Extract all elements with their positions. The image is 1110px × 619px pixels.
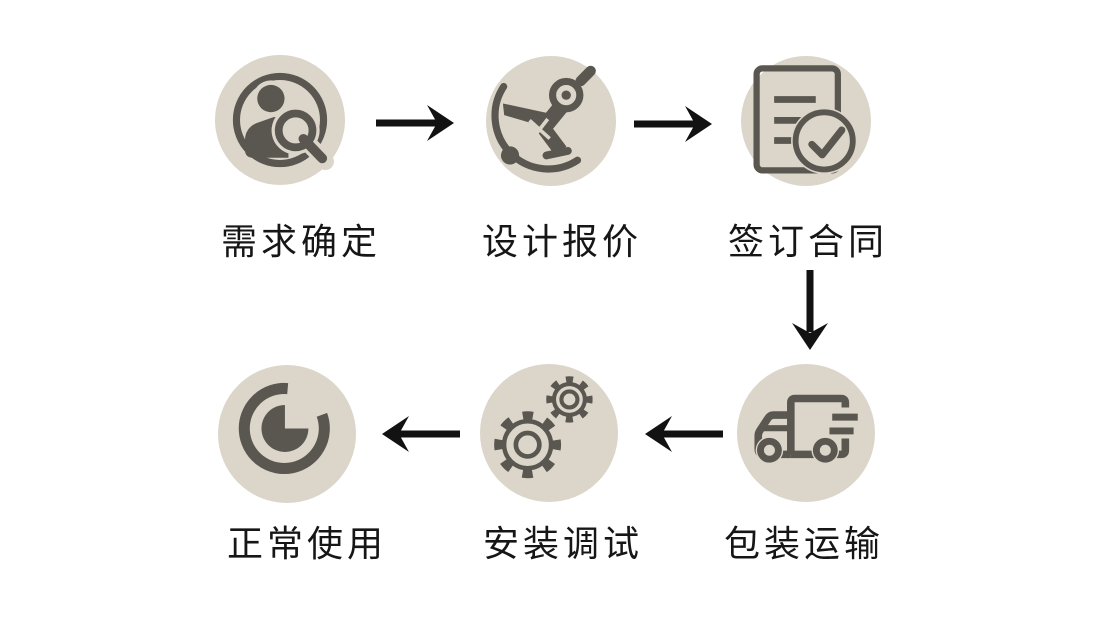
step-label-2: 设计报价 <box>481 222 643 262</box>
step-circle-1 <box>215 55 345 185</box>
flow-arrow-left-1 <box>645 416 723 452</box>
step-circle-6 <box>218 365 356 503</box>
flow-arrow-right-2 <box>634 106 712 142</box>
flow-arrow-left-2 <box>382 416 460 452</box>
user-search-icon <box>232 72 334 171</box>
step-label-1: 需求确定 <box>220 222 382 262</box>
contract-check-icon <box>753 65 858 175</box>
gears-icon <box>494 376 593 479</box>
flow-arrow-right-1 <box>376 105 454 141</box>
step-circle-2 <box>486 56 616 186</box>
step-label-5: 安装调试 <box>482 524 644 564</box>
step-circle-5 <box>480 364 618 502</box>
drafting-compass-icon <box>491 65 596 173</box>
pie-chart-icon <box>238 382 330 475</box>
delivery-truck-icon <box>754 394 858 465</box>
step-label-4: 包装运输 <box>723 524 885 564</box>
step-label-6: 正常使用 <box>226 524 388 564</box>
step-circle-3 <box>741 56 871 186</box>
flow-arrow-down <box>792 270 828 350</box>
step-label-3: 签订合同 <box>727 222 889 262</box>
step-circle-4 <box>737 364 875 502</box>
